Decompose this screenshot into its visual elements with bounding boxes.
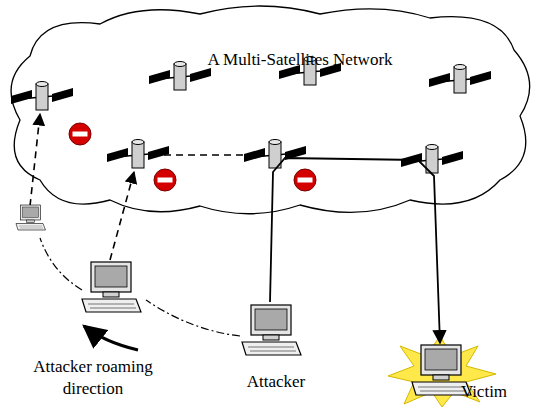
computer-icon — [82, 262, 141, 312]
computer-icon — [16, 205, 46, 230]
roaming-path — [40, 238, 240, 336]
icon-space — [430, 343, 537, 382]
host-label: Attacker — [232, 372, 320, 392]
computer-icon — [242, 305, 301, 355]
victim-host: Victim — [430, 343, 537, 404]
cloud-outline — [0, 0, 537, 222]
note-label: Attacker roaming direction — [8, 356, 178, 400]
attack-path — [270, 158, 440, 343]
satellite — [11, 57, 491, 174]
roaming-link — [30, 114, 262, 260]
attacker-host: Attacker — [232, 302, 320, 394]
icon-space — [232, 302, 320, 372]
cloud-outline — [11, 6, 530, 214]
host-label: Victim — [430, 382, 537, 402]
roaming-arrow — [84, 326, 138, 350]
network-cloud: A Multi-Satellites Network — [0, 0, 537, 222]
network-title: A Multi-Satellites Network — [170, 50, 430, 70]
block-sign — [69, 123, 316, 191]
